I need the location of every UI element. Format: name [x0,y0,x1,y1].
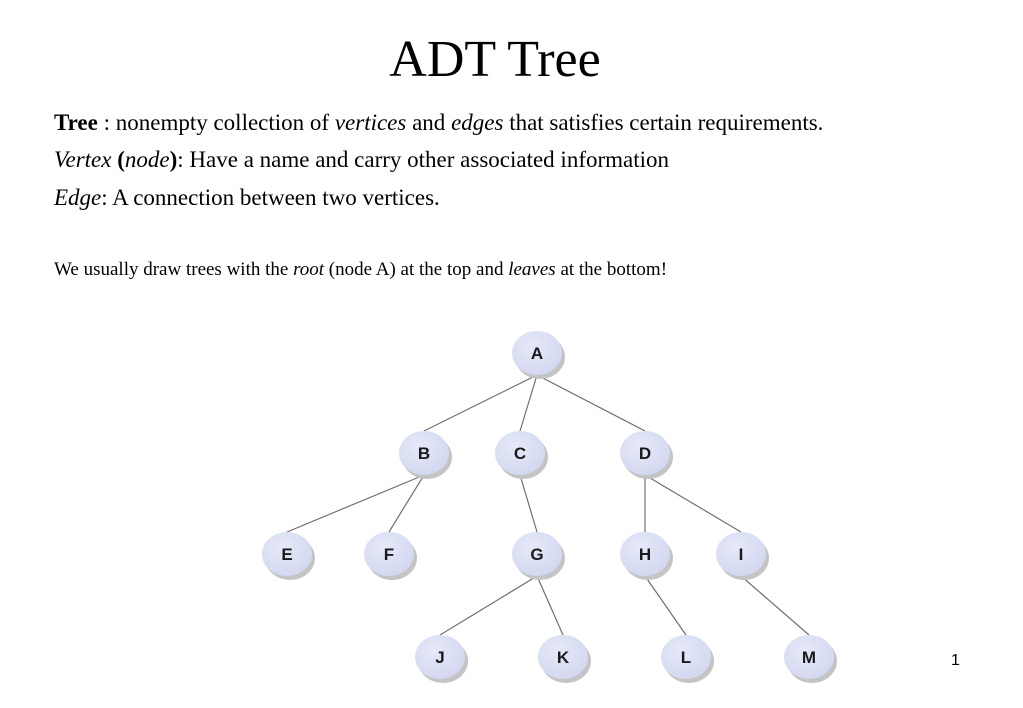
root-term: root [293,259,325,280]
edge-term: Edge [54,185,102,210]
node-label: J [435,648,444,667]
tree-node-h: H [620,532,673,580]
node-label: I [739,545,744,564]
node-label: A [531,344,543,363]
node-term: node [124,147,170,172]
leaves-term: leaves [508,259,556,280]
slide-title: ADT Tree [389,31,601,88]
tree-node-m: M [784,635,837,683]
node-circle [784,635,834,679]
tree-node-j: J [415,635,468,683]
drawing-note: We usually draw trees with the root (nod… [54,259,668,280]
tree-edge-g-j [439,575,538,636]
node-label: C [514,444,526,463]
tree-node-i: I [716,532,769,580]
tree-edge-i-m [740,575,810,636]
tree-node-e: E [262,532,315,580]
node-circle [415,635,465,679]
tree-edges [286,374,810,636]
node-circle [262,532,312,576]
tree-edge-g-k [536,575,564,636]
tree-node-k: K [538,635,591,683]
tree-definition: Tree : nonempty collection of vertices a… [54,110,824,135]
tree-term: Tree [54,110,98,135]
vertex-term: Vertex [54,147,112,172]
edges-term: edges [451,110,504,135]
tree-nodes: A B C D E F G H I J K L M [262,331,837,683]
node-circle [620,532,670,576]
node-label: F [384,545,394,564]
tree-node-f: F [364,532,417,580]
tree-edge-h-l [644,575,687,636]
node-circle [620,431,670,475]
tree-node-c: C [495,431,548,479]
tree-edge-b-f [388,474,425,533]
node-label: H [639,545,651,564]
vertices-term: vertices [334,110,407,135]
node-label: K [557,648,570,667]
vertex-definition: Vertex (node): Have a name and carry oth… [54,147,670,172]
node-circle [512,331,562,375]
edge-definition: Edge: A connection between two vertices. [54,185,440,210]
node-circle [495,431,545,475]
node-circle [512,532,562,576]
node-circle [716,532,766,576]
node-label: E [281,545,292,564]
node-label: B [418,444,430,463]
tree-node-l: L [661,635,714,683]
node-label: L [681,648,691,667]
page-number: 1 [951,652,960,669]
node-label: D [639,444,651,463]
tree-edge-c-g [519,474,538,533]
tree-edge-b-e [286,474,425,533]
tree-edge-a-c [519,374,538,432]
node-circle [661,635,711,679]
tree-node-b: B [399,431,452,479]
tree-edge-d-i [644,474,742,533]
tree-edge-a-b [423,374,538,432]
node-circle [538,635,588,679]
tree-node-g: G [512,532,565,580]
tree-node-a: A [512,331,565,379]
node-label: G [530,545,543,564]
node-circle [364,532,414,576]
node-circle [399,431,449,475]
tree-edge-a-d [536,374,646,432]
tree-node-d: D [620,431,673,479]
node-label: M [802,648,816,667]
